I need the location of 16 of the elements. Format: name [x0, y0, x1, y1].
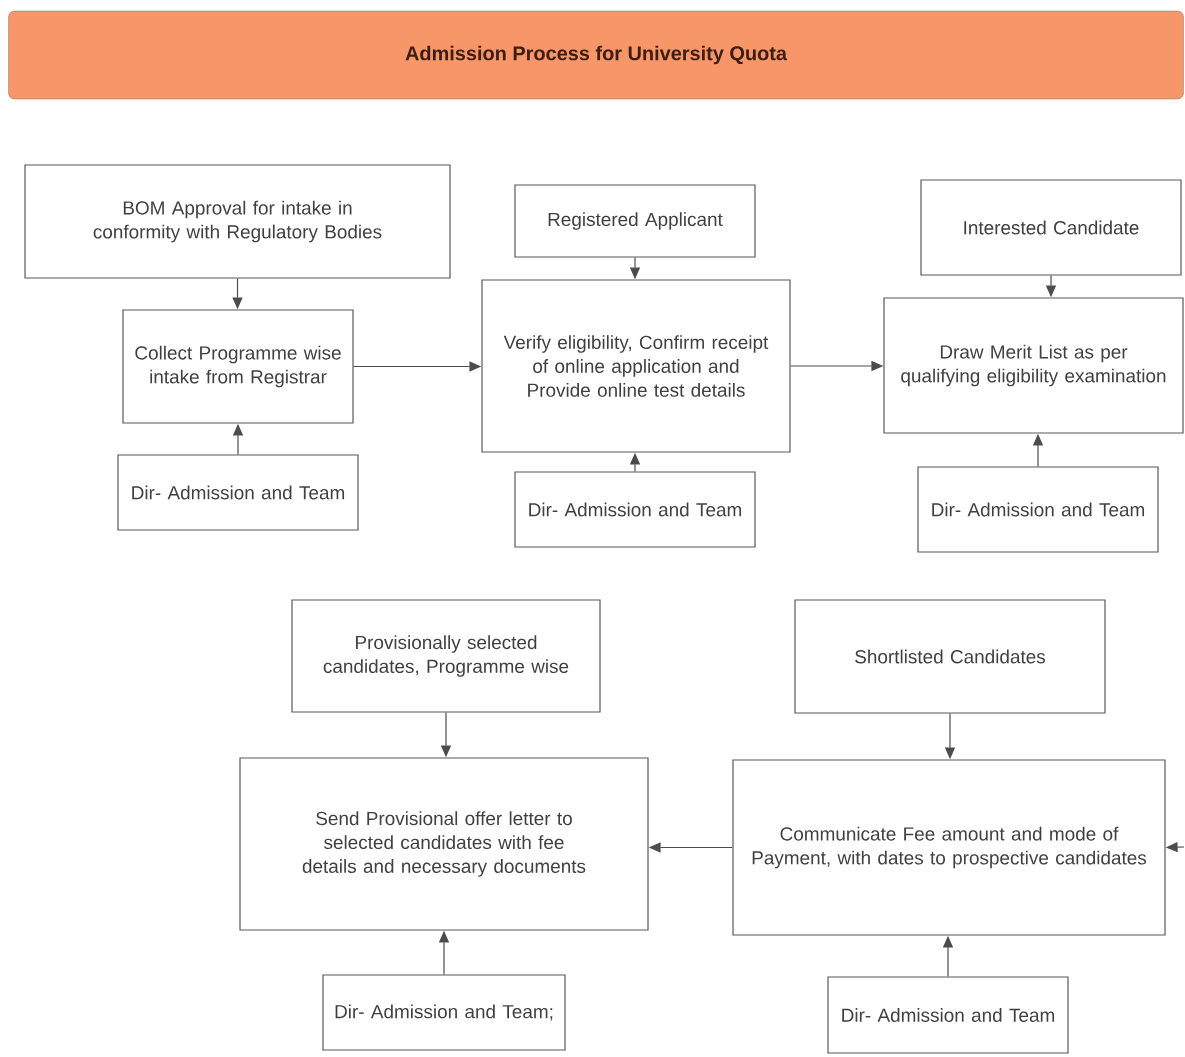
process-box: Registered Applicant [514, 184, 756, 258]
process-box: Communicate Fee amount and mode of Payment, with dates to prospective candidates [732, 759, 1166, 936]
process-box: Interested Candidate [920, 179, 1182, 276]
process-box: Dir- Admission and Team [117, 454, 359, 531]
process-box: Provisionally selected candidates, Programme wise [291, 599, 601, 713]
process-box: Verify eligibility, Confirm receipt of online application and Provide online test details [481, 279, 791, 453]
process-box: Dir- Admission and Team [917, 466, 1159, 553]
process-box: Dir- Admission and Team; [322, 974, 566, 1051]
process-box: Draw Merit List as per qualifying eligibility examination [883, 297, 1184, 434]
process-box: Send Provisional offer letter to selected candidates with fee details and necessary documents [239, 757, 649, 931]
process-box: Collect Programme wise intake from Registrar [122, 309, 354, 424]
title-banner: Admission Process for University Quota [8, 10, 1184, 100]
process-box: BOM Approval for intake in conformity with Regulatory Bodies [24, 164, 451, 279]
process-box: Shortlisted Candidates [794, 599, 1106, 714]
process-box: Dir- Admission and Team [827, 976, 1069, 1054]
process-box: Dir- Admission and Team [514, 471, 756, 548]
